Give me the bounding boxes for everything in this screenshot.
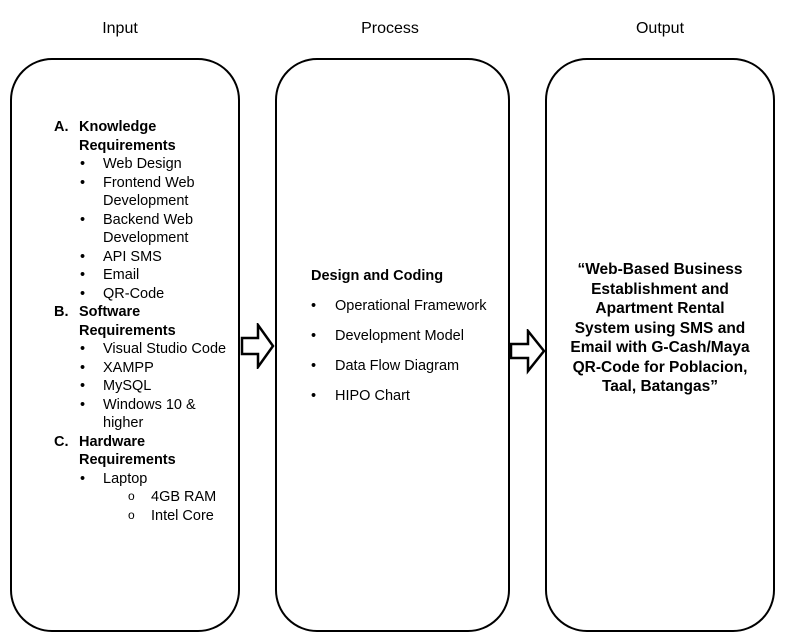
process-list: Operational Framework Development Model … <box>311 296 501 406</box>
list-item: HIPO Chart <box>311 386 501 406</box>
input-content: A. Knowledge Requirements Web Design Fro… <box>54 118 234 525</box>
knowledge-list: Web Design Frontend Web Development Back… <box>54 155 234 303</box>
list-item: API SMS <box>54 248 234 267</box>
list-item: Operational Framework <box>311 296 501 316</box>
process-content: Design and Coding Operational Framework … <box>311 266 501 416</box>
process-heading: Design and Coding <box>311 268 444 284</box>
list-item: Web Design <box>54 155 234 174</box>
input-section-hardware: C. Hardware Requirements <box>54 433 234 470</box>
output-box <box>545 58 775 632</box>
list-item: XAMPP <box>54 359 234 378</box>
list-item: Windows 10 & higher <box>54 396 234 433</box>
hardware-list: Laptop <box>54 470 234 489</box>
sub-list-item: 4GB RAM <box>54 487 234 507</box>
output-text: “Web-Based Business Establishment and Ap… <box>570 261 750 395</box>
list-item: MySQL <box>54 377 234 396</box>
list-item: Development Model <box>311 326 501 346</box>
list-item: Backend Web Development <box>54 211 234 248</box>
list-item: QR-Code <box>54 285 234 304</box>
list-item: Laptop <box>54 470 234 489</box>
laptop-spec-list: 4GB RAM Intel Core <box>54 487 234 526</box>
input-section-knowledge: A. Knowledge Requirements <box>54 118 234 155</box>
process-column-title: Process <box>361 20 419 37</box>
input-column-title: Input <box>102 20 138 37</box>
section-letter: A. <box>54 119 69 135</box>
input-to-process-arrow <box>240 323 275 369</box>
list-item: Frontend Web Development <box>54 174 234 211</box>
software-list: Visual Studio Code XAMPP MySQL Windows 1… <box>54 340 234 433</box>
process-to-output-arrow <box>509 329 546 375</box>
list-item: Email <box>54 266 234 285</box>
list-item: Visual Studio Code <box>54 340 234 359</box>
section-title: Software Requirements <box>79 304 176 339</box>
section-letter: B. <box>54 304 69 320</box>
section-title: Knowledge Requirements <box>79 119 176 154</box>
output-column-title: Output <box>635 20 685 37</box>
input-section-software: B. Software Requirements <box>54 303 234 340</box>
sub-list-item: Intel Core <box>54 506 234 526</box>
list-item: Data Flow Diagram <box>311 356 501 376</box>
section-title: Hardware Requirements <box>79 433 176 469</box>
section-letter: C. <box>54 433 69 450</box>
